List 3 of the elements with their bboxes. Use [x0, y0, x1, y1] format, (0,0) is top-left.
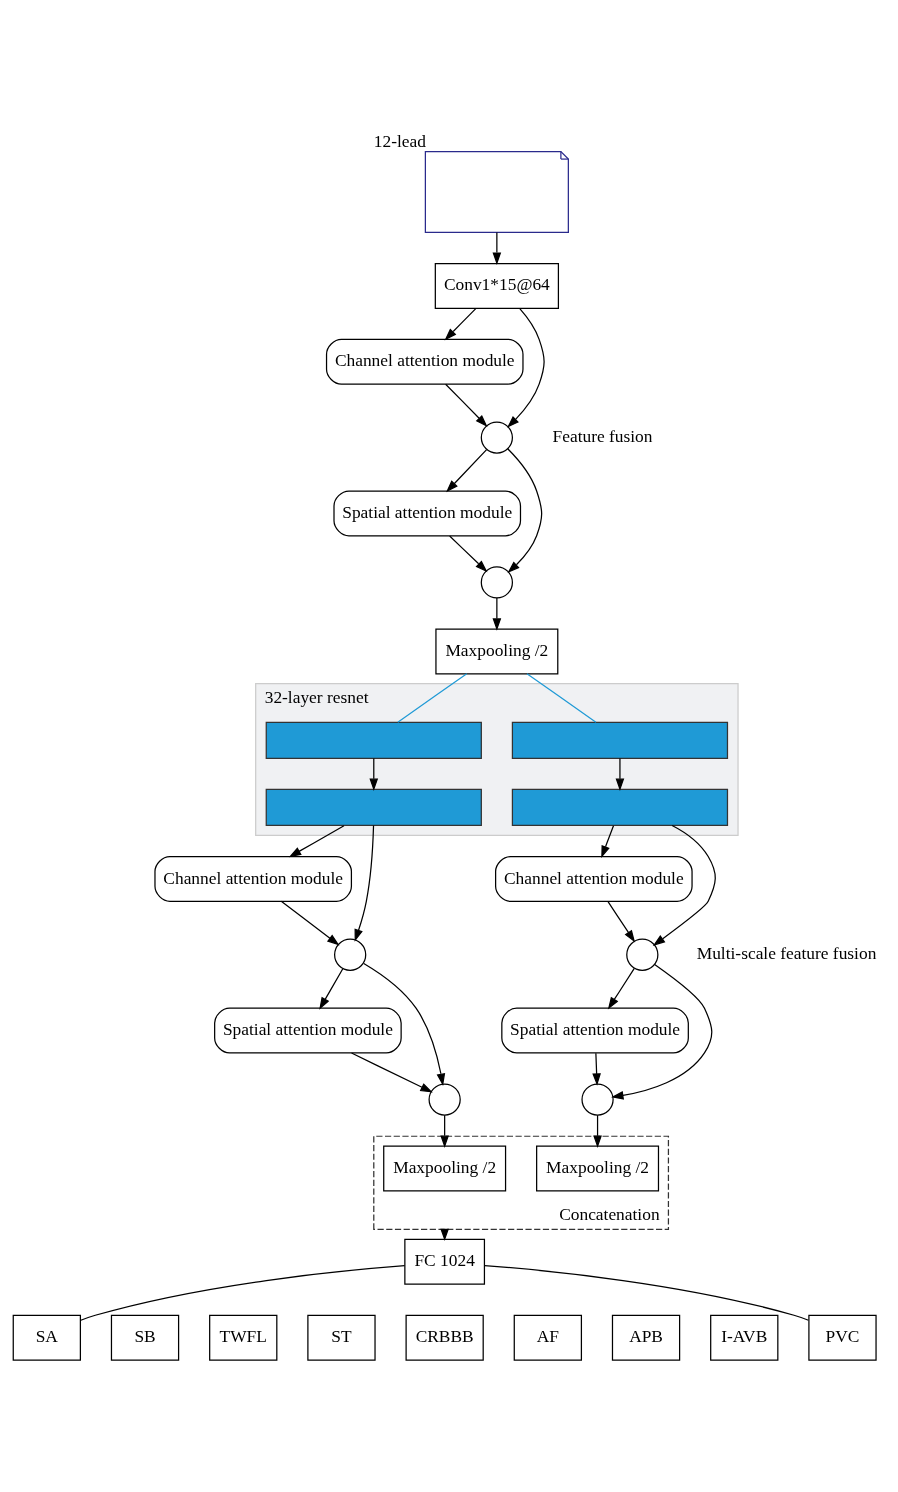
label: Feature fusion — [552, 425, 653, 446]
label: Multi-scale feature fusion — [696, 942, 877, 963]
node-label: 12-lead — [373, 130, 426, 151]
